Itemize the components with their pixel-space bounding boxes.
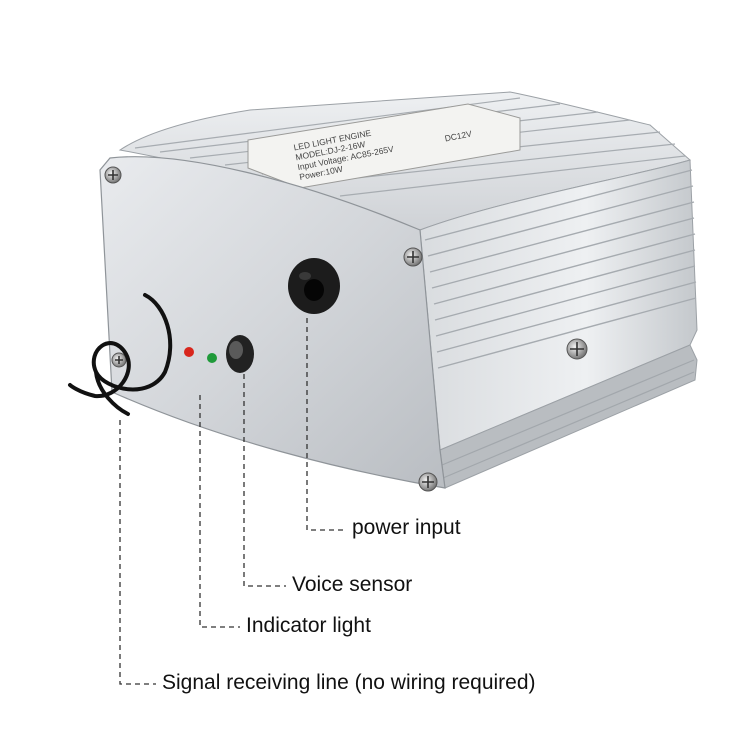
screw-icon [418, 472, 438, 492]
leader-lines [119, 318, 345, 685]
leader-voice [243, 374, 286, 587]
leader-power [306, 318, 345, 531]
power-input-jack [288, 258, 340, 314]
spec-label: LED LIGHT ENGINE MODEL:DJ-2-16W Input Vo… [247, 103, 521, 189]
housing-front [99, 156, 446, 489]
screw-icon [566, 338, 588, 360]
callout-voice-sensor: Voice sensor [292, 573, 413, 596]
voice-sensor [226, 335, 254, 373]
indicator-light-green [207, 353, 217, 363]
callout-power-input: power input [352, 516, 461, 539]
housing-side [419, 159, 698, 451]
callout-signal-line: Signal receiving line (no wiring require… [162, 671, 536, 694]
callout-indicator-light: Indicator light [246, 614, 371, 637]
screw-icon [403, 247, 423, 267]
screw-icon [104, 166, 122, 184]
screw-icon [111, 352, 127, 368]
signal-wire [68, 293, 173, 416]
side-fins [424, 169, 697, 369]
leader-signal [119, 420, 156, 685]
indicator-light-red [184, 347, 194, 357]
